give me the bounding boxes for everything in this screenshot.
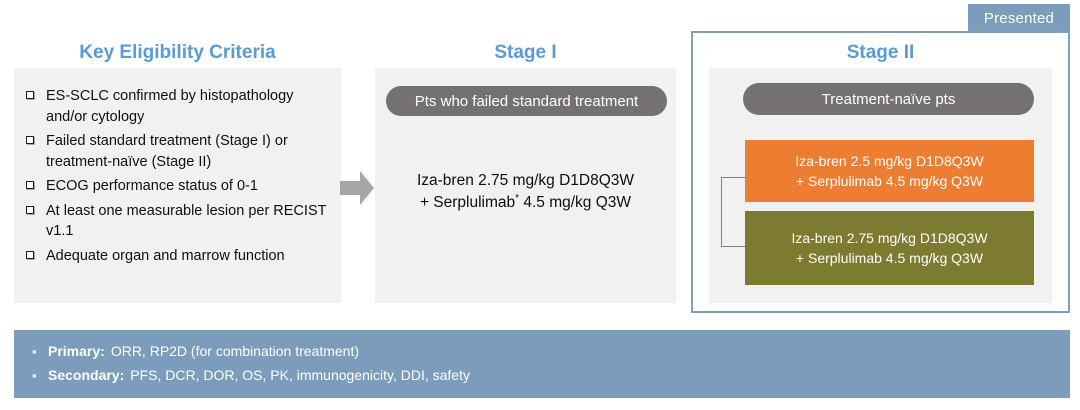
eligibility-list: ES-SCLC confirmed by histopathology and/… [26,86,336,271]
list-item: Adequate organ and marrow function [26,246,336,267]
stage2-title: Stage II [846,42,915,63]
stage1-population-pill: Pts who failed standard treatment [386,86,667,116]
stage1-regimen-line2-prefix: + Serplulimab [419,194,516,212]
stage1-regimen-line1: Iza-bren 2.75 mg/kg D1D8Q3W [416,172,635,189]
randomization-bracket [721,177,745,247]
list-item-label: Failed standard treatment (Stage I) or t… [46,133,288,170]
stage2-arm-1: Iza-bren 2.5 mg/kg D1D8Q3W + Serplulimab… [745,140,1034,202]
endpoint-primary-value: ORR, RP2D (for combination treatment) [110,343,360,359]
list-item-label: ECOG performance status of 0-1 [46,178,258,195]
endpoint-row-secondary: ▪ Secondary: PFS, DCR, DOR, OS, PK, immu… [32,367,1070,383]
endpoint-secondary-value: PFS, DCR, DOR, OS, PK, immunogenicity, D… [130,367,470,383]
stage1-title: Stage I [494,42,557,63]
checkbox-square-icon [26,176,46,195]
footnote-marker: * [515,193,520,205]
list-item: At least one measurable lesion per RECIS… [26,201,336,242]
list-item-label: ES-SCLC confirmed by histopathology and/… [46,88,294,125]
stage1-regimen-line2: + Serplulimab* 4.5 mg/kg Q3W [375,192,676,215]
endpoint-row-primary: ▪ Primary: ORR, RP2D (for combination tr… [32,343,1070,359]
stage2-arm-2-line1: Iza-bren 2.75 mg/kg D1D8Q3W [791,229,988,246]
list-item: ECOG performance status of 0-1 [26,176,336,197]
stage2-arm-2: Iza-bren 2.75 mg/kg D1D8Q3W + Serplulima… [745,211,1034,285]
stage1-regimen: Iza-bren 2.75 mg/kg D1D8Q3W + Serplulima… [375,170,676,215]
eligibility-panel [14,68,341,303]
endpoints-bar: ▪ Primary: ORR, RP2D (for combination tr… [14,330,1070,398]
list-item: ES-SCLC confirmed by histopathology and/… [26,86,336,127]
checkbox-square-icon [26,86,46,105]
stage2-arm-1-line2: + Serplulimab 4.5 mg/kg Q3W [795,173,984,189]
stage2-arm-1-line1: Iza-bren 2.5 mg/kg D1D8Q3W [795,152,984,169]
endpoint-secondary-label: Secondary: [48,367,125,383]
list-item-label: Adequate organ and marrow function [46,248,285,265]
presented-badge: Presented [968,4,1070,32]
checkbox-square-icon [26,131,46,150]
eligibility-title: Key Eligibility Criteria [79,42,276,63]
checkbox-square-icon [26,201,46,220]
stage1-regimen-line2-suffix: 4.5 mg/kg Q3W [519,194,632,212]
square-bullet-icon: ▪ [32,368,37,383]
list-item: Failed standard treatment (Stage I) or t… [26,131,336,172]
stage2-population-pill: Treatment-naïve pts [743,83,1034,115]
endpoint-primary-label: Primary: [48,343,105,359]
checkbox-square-icon [26,246,46,265]
list-item-label: At least one measurable lesion per RECIS… [46,202,327,240]
arrow-right-icon [340,170,374,206]
square-bullet-icon: ▪ [32,344,37,359]
stage2-arm-2-line2: + Serplulimab 4.5 mg/kg Q3W [795,250,984,266]
